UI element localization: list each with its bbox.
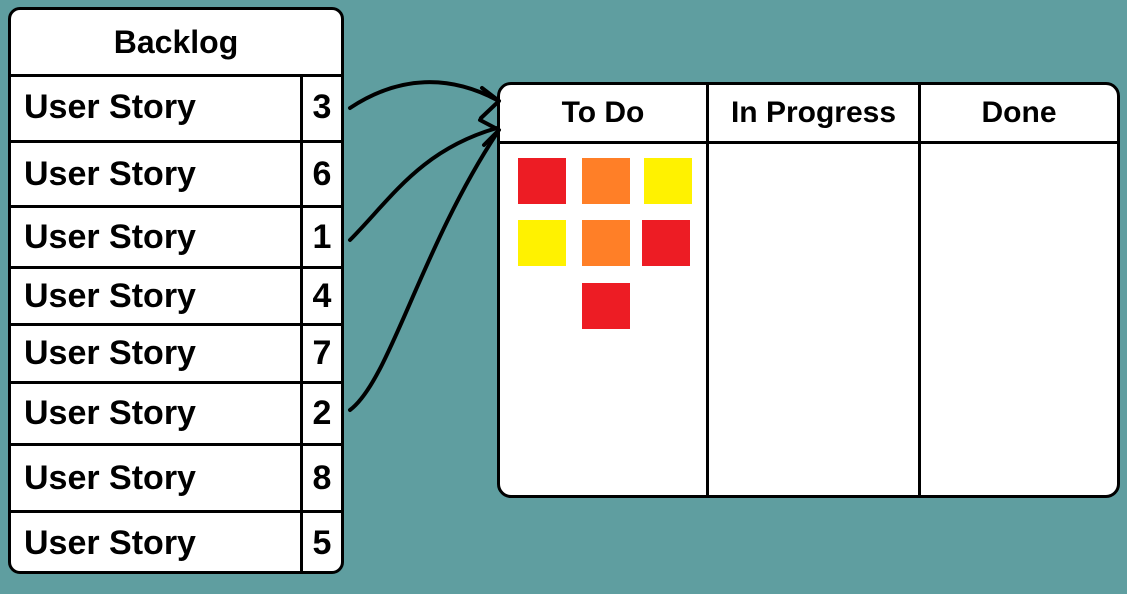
arrow-from-story-2 bbox=[348, 131, 499, 412]
sticky-note[interactable] bbox=[582, 220, 630, 266]
column-header-todo: To Do bbox=[561, 96, 645, 129]
backlog-row: User Story 6 bbox=[11, 143, 341, 208]
story-priority: 7 bbox=[300, 326, 341, 381]
story-priority: 8 bbox=[300, 446, 341, 510]
story-priority: 2 bbox=[300, 384, 341, 443]
story-label: User Story bbox=[24, 217, 196, 256]
story-priority: 4 bbox=[300, 269, 341, 323]
sticky-note[interactable] bbox=[582, 283, 630, 329]
sticky-note[interactable] bbox=[644, 158, 692, 204]
column-divider bbox=[918, 85, 921, 495]
backlog-row: User Story 4 bbox=[11, 269, 341, 326]
story-label: User Story bbox=[24, 154, 196, 193]
backlog-title: Backlog bbox=[11, 10, 341, 77]
column-header-in-progress: In Progress bbox=[730, 96, 897, 129]
sticky-note[interactable] bbox=[642, 220, 690, 266]
column-header-done: Done bbox=[981, 96, 1057, 129]
story-priority: 5 bbox=[300, 513, 341, 571]
arrow-from-story-1 bbox=[348, 126, 499, 242]
story-label: User Story bbox=[24, 334, 196, 372]
arrowhead bbox=[479, 86, 501, 120]
sticky-note[interactable] bbox=[518, 158, 566, 204]
backlog-table: Backlog User Story 3 User Story 6 User S… bbox=[8, 7, 344, 574]
arrow-from-story-3 bbox=[348, 80, 499, 110]
kanban-board: To Do In Progress Done bbox=[497, 82, 1120, 498]
column-divider bbox=[706, 85, 709, 495]
story-priority: 6 bbox=[300, 143, 341, 205]
board-header: To Do In Progress Done bbox=[500, 85, 1117, 144]
story-label: User Story bbox=[24, 458, 196, 497]
story-label: User Story bbox=[24, 394, 196, 432]
sticky-note[interactable] bbox=[582, 158, 630, 204]
story-label: User Story bbox=[24, 524, 196, 562]
sticky-note[interactable] bbox=[518, 220, 566, 266]
story-priority: 3 bbox=[300, 74, 341, 140]
story-label: User Story bbox=[24, 276, 196, 315]
arrowhead bbox=[478, 118, 501, 147]
backlog-row: User Story 8 bbox=[11, 446, 341, 513]
story-label: User Story bbox=[24, 87, 196, 126]
backlog-row: User Story 7 bbox=[11, 326, 341, 384]
backlog-row: User Story 2 bbox=[11, 384, 341, 446]
story-priority: 1 bbox=[300, 208, 341, 266]
backlog-row: User Story 3 bbox=[11, 74, 341, 143]
backlog-row: User Story 5 bbox=[11, 513, 341, 571]
backlog-row: User Story 1 bbox=[11, 208, 341, 269]
